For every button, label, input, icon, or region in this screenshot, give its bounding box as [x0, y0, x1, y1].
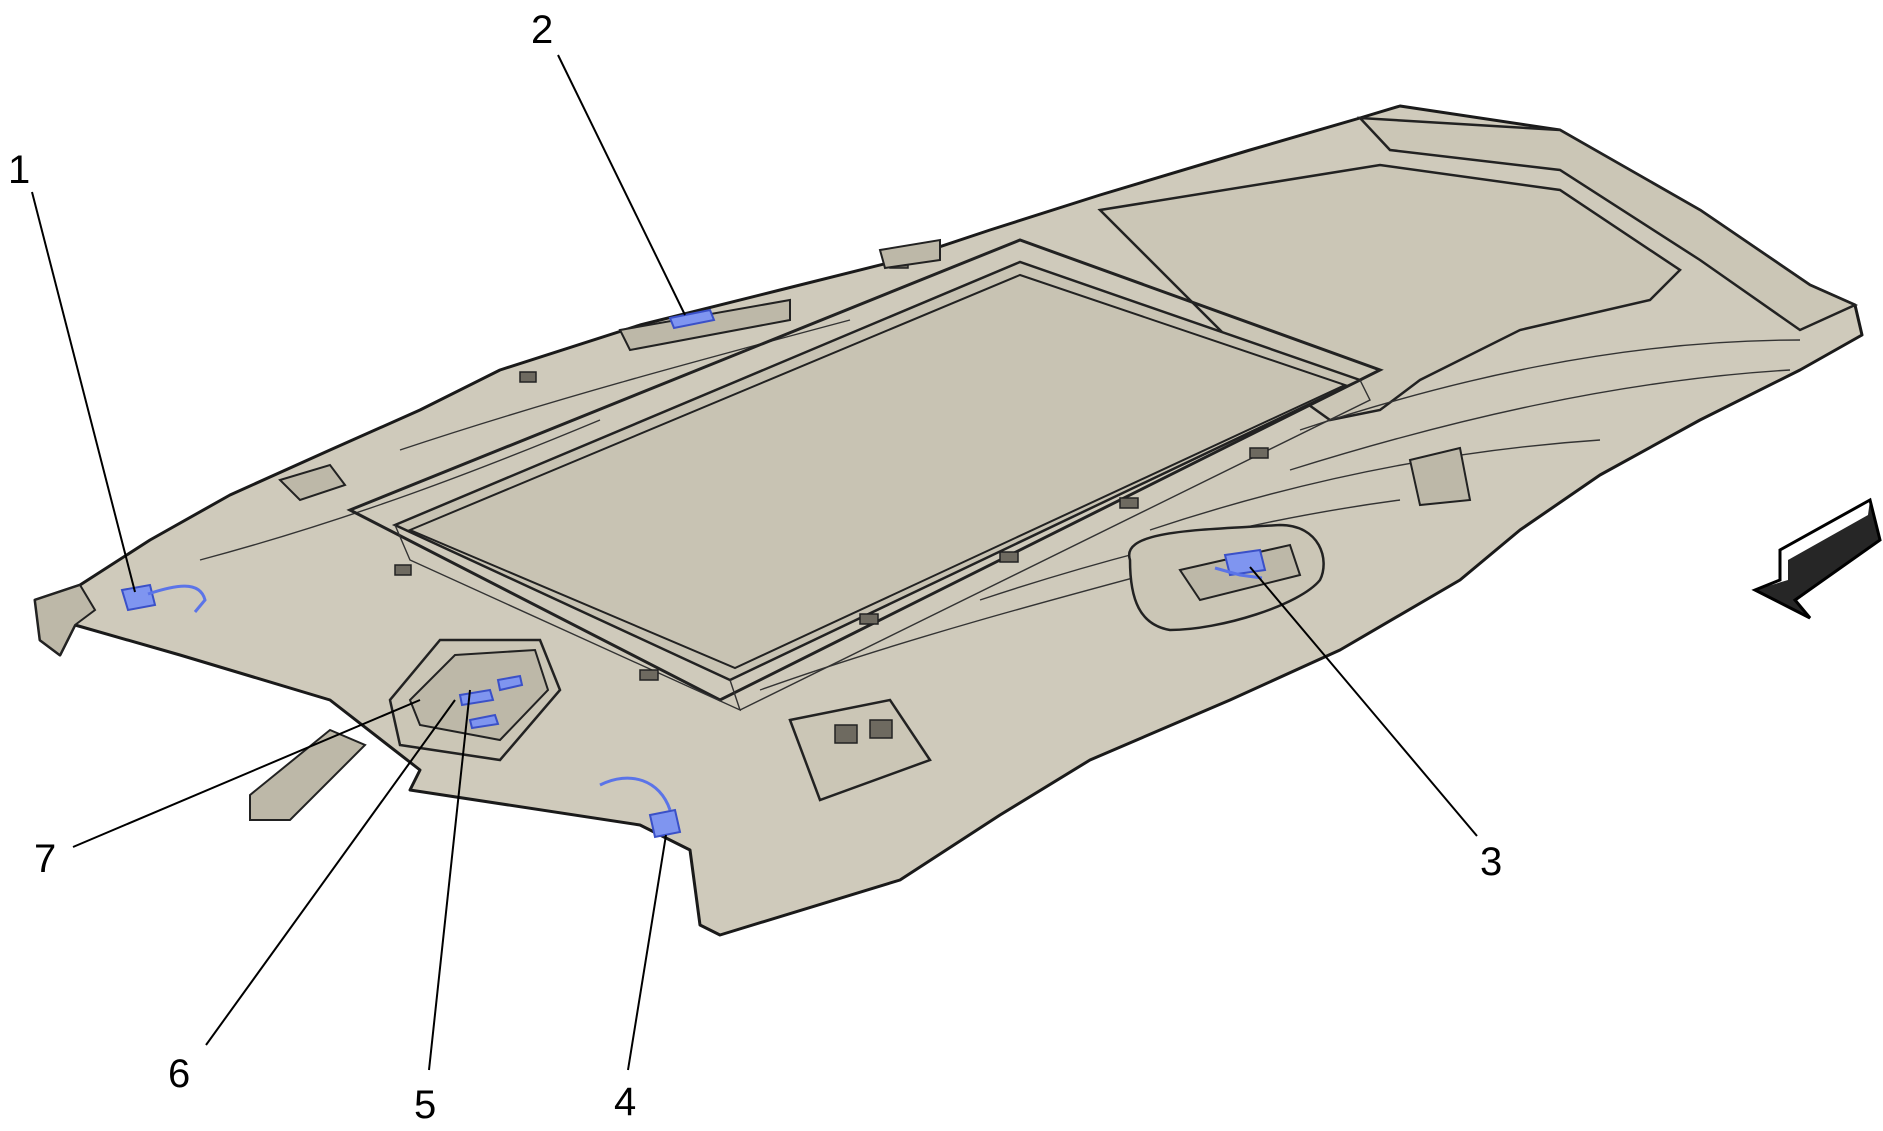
leader-5	[428, 689, 471, 1071]
leader-6	[205, 699, 456, 1046]
callout-7: 7	[34, 837, 56, 881]
callout-6: 6	[168, 1052, 190, 1096]
leader-7	[72, 699, 421, 848]
roof-rail-clips	[278, 238, 1472, 507]
callout-4: 4	[614, 1080, 636, 1124]
leader-lines	[31, 54, 1478, 1071]
callout-2: 2	[531, 8, 553, 52]
callout-1: 1	[8, 148, 30, 192]
front-direction-arrow-icon	[1751, 497, 1882, 620]
highlighted-components	[120, 308, 716, 839]
left-sunvisor	[249, 728, 367, 821]
callout-5: 5	[414, 1083, 436, 1127]
leader-1	[31, 191, 136, 593]
callout-labels: 1 2 3 4 5 6 7	[8, 8, 1502, 1127]
rear-overhead-console	[1127, 523, 1325, 632]
leader-2	[557, 54, 686, 316]
leader-4	[627, 834, 667, 1071]
leader-3	[1249, 566, 1478, 837]
callout-3: 3	[1480, 840, 1502, 884]
front-courtesy-lamps	[788, 698, 932, 802]
